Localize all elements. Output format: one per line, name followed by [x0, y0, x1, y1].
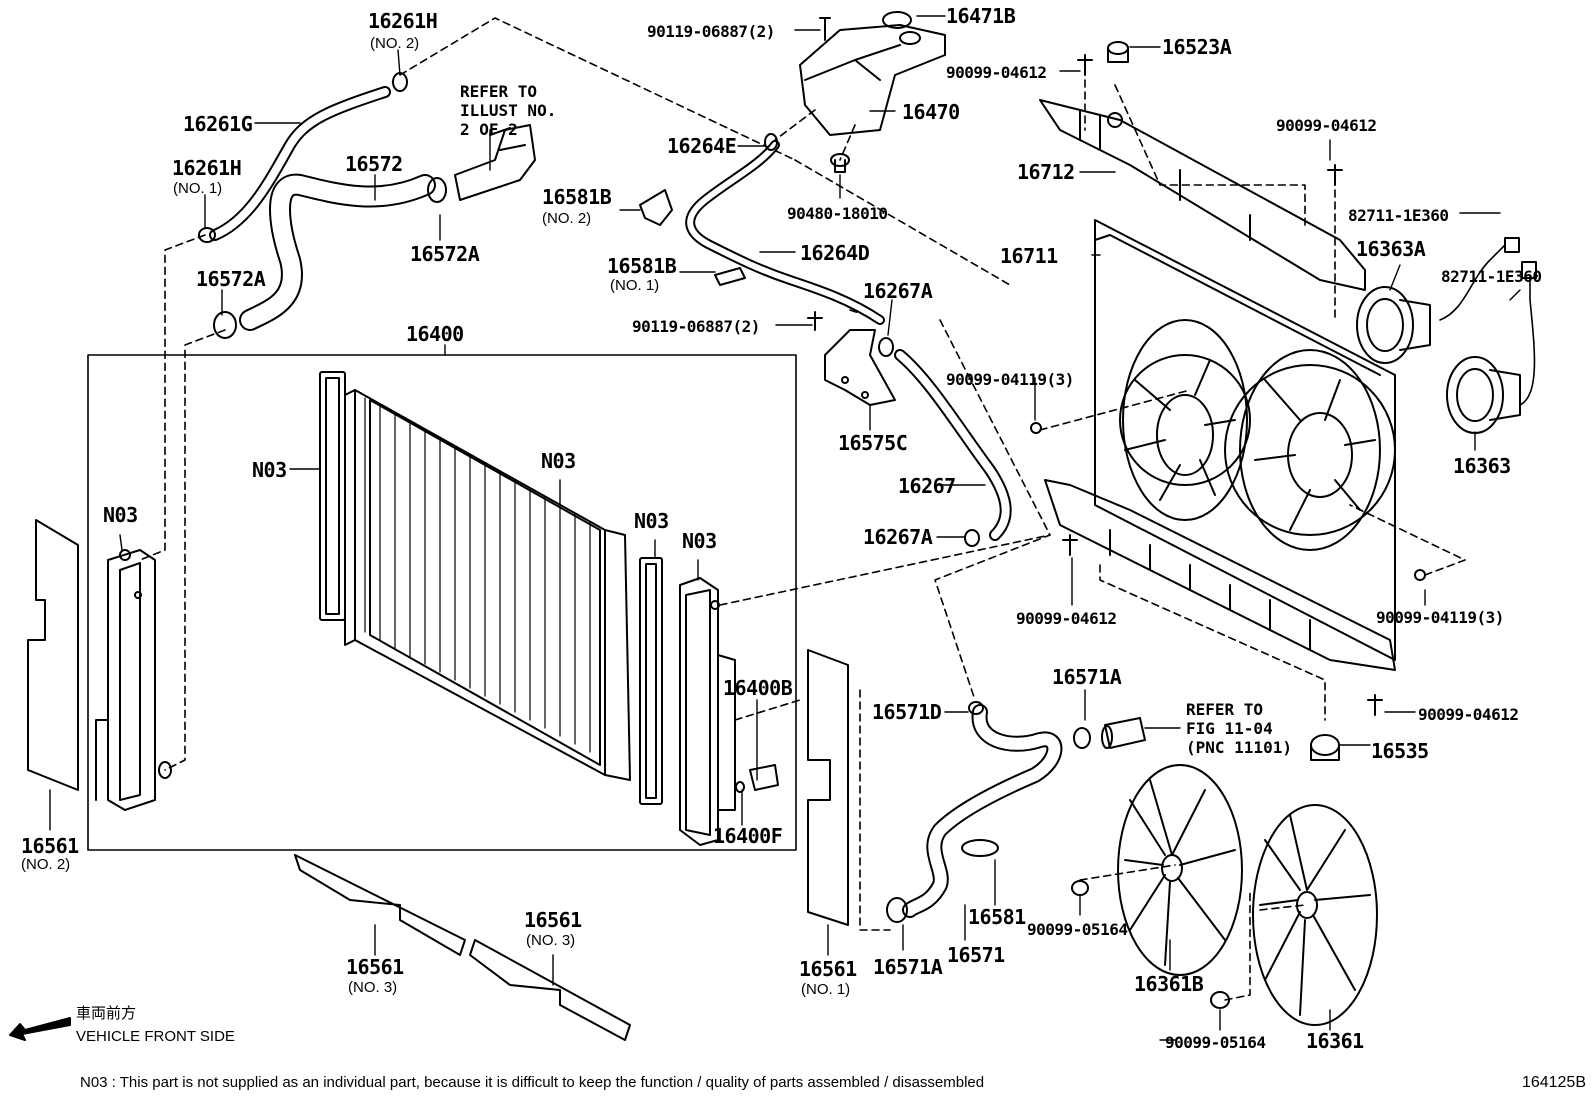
- label-16571A-top: 16571A: [1052, 665, 1122, 689]
- label-90099-04612-mid: 90099-04612: [1016, 609, 1117, 628]
- hose-16571A-stub: [1104, 717, 1146, 749]
- label-16571D: 16571D: [872, 700, 942, 724]
- label-16581B-no2: 16581B: [542, 185, 612, 209]
- label-16711: 16711: [1000, 244, 1058, 268]
- label-90119-06887-top: 90119-06887(2): [647, 22, 775, 41]
- gasket-right: [639, 557, 663, 805]
- front-arrow-icon: [9, 1017, 71, 1041]
- reservoir-tank: [799, 24, 946, 136]
- label-16523A: 16523A: [1162, 35, 1232, 59]
- label-16261H-no2: 16261H: [368, 9, 438, 33]
- refer-illust-note: REFER TO ILLUST NO. 2 OF 2: [460, 82, 557, 139]
- bracket-16575C: [824, 329, 896, 406]
- label-16400: 16400: [406, 322, 464, 346]
- fan-motor-16363: [1446, 274, 1536, 434]
- label-16571: 16571: [947, 943, 1005, 967]
- label-16572A-top: 16572A: [410, 242, 480, 266]
- label-90099-04612-right: 90099-04612: [1276, 116, 1377, 135]
- label-16581: 16581: [968, 905, 1026, 929]
- label-16471B: 16471B: [946, 4, 1016, 28]
- label-16363: 16363: [1453, 454, 1511, 478]
- label-N03-left-tank: N03: [103, 503, 138, 527]
- label-16561-no1: 16561: [799, 957, 857, 981]
- label-90119-06887-mid: 90119-06887(2): [632, 317, 760, 336]
- footnote: N03 : This part is not supplied as an in…: [80, 1074, 985, 1091]
- bracket-16581B-no2: [639, 189, 673, 226]
- label-16571A-bottom: 16571A: [873, 955, 943, 979]
- label-N03-left-gasket: N03: [252, 458, 287, 482]
- radiator-core: [344, 389, 631, 781]
- label-16581B-no1-sub: (NO. 1): [610, 277, 660, 294]
- label-16264E: 16264E: [667, 134, 737, 158]
- label-N03-right-gasket: N03: [634, 509, 669, 533]
- label-16400B: 16400B: [723, 676, 793, 700]
- label-90099-04119-left: 90099-04119(3): [946, 370, 1074, 389]
- fan-16361: [1252, 804, 1378, 1026]
- vehicle-front-jp: 車両前方: [76, 1005, 137, 1022]
- label-N03-right-tank: N03: [682, 529, 717, 553]
- figure-code: 164125B: [1521, 1074, 1586, 1091]
- baffle-16561-no1: [807, 649, 849, 926]
- label-16267: 16267: [898, 474, 956, 498]
- label-16264D: 16264D: [800, 241, 870, 265]
- label-16581B-no2-sub: (NO. 2): [542, 210, 592, 227]
- label-16561-no1-sub: (NO. 1): [801, 981, 851, 998]
- gasket-left: [319, 371, 346, 621]
- tank-right: [679, 577, 719, 846]
- label-90480-18010: 90480-18010: [787, 204, 888, 223]
- hose-16264D: [685, 140, 885, 325]
- label-16261H-no2-sub: (NO. 2): [370, 35, 420, 52]
- label-16561-no2: 16561: [21, 834, 79, 858]
- radiator-assembly-frame: [87, 354, 797, 851]
- leader-lines: [49, 15, 1521, 1041]
- tank-left: [107, 549, 156, 811]
- label-16361B: 16361B: [1134, 972, 1204, 996]
- label-90099-05164-b: 90099-05164: [1165, 1033, 1266, 1052]
- label-16572A-left: 16572A: [196, 267, 266, 291]
- label-90099-04612-bottom: 90099-04612: [1418, 705, 1519, 724]
- label-16261H-no1-sub: (NO. 1): [173, 180, 223, 197]
- label-16561-no3-a-sub: (NO. 3): [348, 979, 398, 996]
- label-16572: 16572: [345, 152, 403, 176]
- label-16561-no3-a: 16561: [346, 955, 404, 979]
- label-16400F: 16400F: [713, 824, 783, 848]
- bracket-16712: [1039, 99, 1366, 291]
- label-16581B-no1: 16581B: [607, 254, 677, 278]
- baffle-16561-no3-b: [469, 939, 631, 1041]
- bracket-16581B-no1: [714, 267, 746, 286]
- thermostat-housing: [454, 124, 536, 201]
- baffle-16561-no2: [27, 519, 79, 791]
- label-16561-no3-b-sub: (NO. 3): [526, 932, 576, 949]
- label-82711-1E360-b: 82711-1E360: [1441, 267, 1542, 286]
- label-16575C: 16575C: [838, 431, 908, 455]
- fan-16361B: [1117, 764, 1243, 976]
- fan-shroud: [1044, 219, 1396, 671]
- label-16561-no3-b: 16561: [524, 908, 582, 932]
- label-90099-04119-right: 90099-04119(3): [1376, 608, 1504, 627]
- label-N03-core: N03: [541, 449, 576, 473]
- fan-motor-16363A: [1356, 244, 1506, 364]
- label-82711-1E360-a: 82711-1E360: [1348, 206, 1449, 225]
- label-16561-no2-sub: (NO. 2): [21, 856, 71, 873]
- label-16267A-bottom: 16267A: [863, 525, 933, 549]
- refer-fig-note: REFER TO FIG 11-04 (PNC 11101): [1186, 700, 1292, 757]
- label-90099-04612-top: 90099-04612: [946, 63, 1047, 82]
- baffle-16561-no3-a: [294, 854, 466, 956]
- vehicle-front-en: VEHICLE FRONT SIDE: [76, 1028, 235, 1045]
- label-16470: 16470: [902, 100, 960, 124]
- label-16363A: 16363A: [1356, 237, 1426, 261]
- label-16712: 16712: [1017, 160, 1075, 184]
- label-16535: 16535: [1371, 739, 1429, 763]
- label-16261G: 16261G: [183, 112, 253, 136]
- label-16267A-top: 16267A: [863, 279, 933, 303]
- label-16261H-no1: 16261H: [172, 156, 242, 180]
- label-90099-05164-a: 90099-05164: [1027, 920, 1128, 939]
- label-16361: 16361: [1306, 1029, 1364, 1053]
- cap-16535: [1310, 734, 1340, 756]
